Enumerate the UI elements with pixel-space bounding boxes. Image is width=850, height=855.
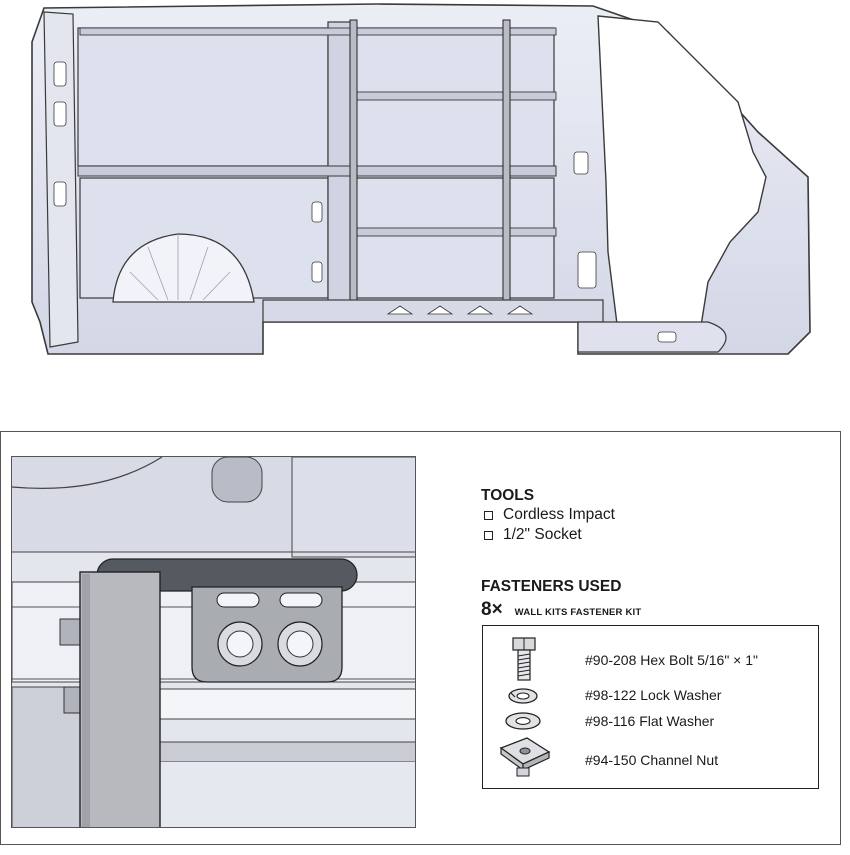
fasteners-heading: FASTENERS USED bbox=[481, 578, 622, 595]
kit-quantity: 8× bbox=[481, 599, 503, 620]
parts-info: TOOLS Cordless Impact 1/2" Socket FASTEN… bbox=[481, 486, 826, 621]
van-side-wall-drawing bbox=[31, 3, 811, 355]
kit-name: WALL KITS FASTENER KIT bbox=[514, 607, 642, 618]
fastener-label-lock-washer: #98-122 Lock Washer bbox=[585, 687, 722, 703]
channel-nut-icon bbox=[499, 737, 551, 777]
tool-label: Cordless Impact bbox=[503, 506, 615, 523]
kit-quantity-row: 8× WALL KITS FASTENER KIT bbox=[481, 599, 826, 621]
tool-item: 1/2" Socket bbox=[481, 525, 826, 545]
fastener-label-flat-washer: #98-116 Flat Washer bbox=[585, 713, 715, 729]
lock-washer-icon bbox=[508, 688, 538, 704]
flat-washer-icon bbox=[505, 712, 541, 730]
fastener-label-hex-bolt: #90-208 Hex Bolt 5/16" × 1" bbox=[585, 652, 758, 668]
checkbox-icon bbox=[484, 510, 493, 520]
tool-item: Cordless Impact bbox=[481, 505, 826, 525]
fastener-list: #90-208 Hex Bolt 5/16" × 1" #98-122 Lock… bbox=[482, 625, 819, 789]
mounting-detail-illustration bbox=[11, 456, 416, 828]
tool-label: 1/2" Socket bbox=[503, 526, 582, 543]
checkbox-icon bbox=[484, 530, 493, 540]
instruction-panel: TOOLS Cordless Impact 1/2" Socket FASTEN… bbox=[0, 431, 841, 845]
tools-heading: TOOLS bbox=[481, 487, 535, 504]
fastener-label-channel-nut: #94-150 Channel Nut bbox=[585, 752, 719, 768]
hex-bolt-icon bbox=[512, 637, 536, 681]
